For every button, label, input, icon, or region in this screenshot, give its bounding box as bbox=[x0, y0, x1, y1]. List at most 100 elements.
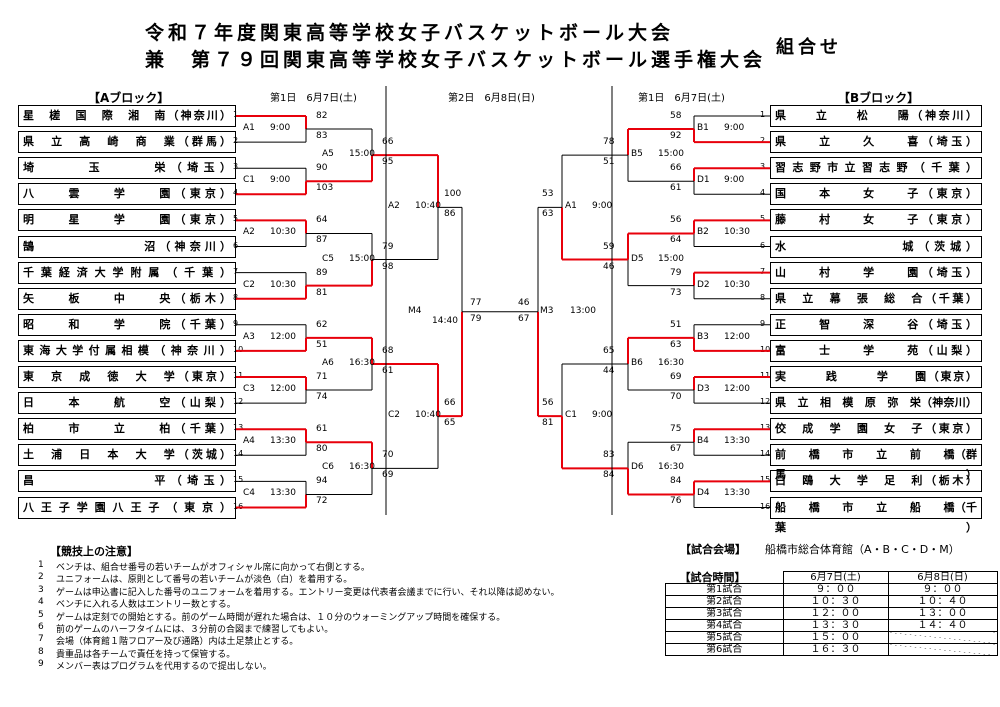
note-number: 8 bbox=[38, 646, 44, 657]
game-time: 13:30 bbox=[724, 436, 750, 447]
team-a: 八王子学園八王子（東京） bbox=[18, 496, 236, 519]
game-id: D2 bbox=[697, 279, 710, 290]
game-time: 16:30 bbox=[349, 462, 375, 473]
team-a-name: 柏 市 立 柏（千葉） bbox=[23, 422, 231, 436]
game-time: 15:00 bbox=[658, 253, 684, 264]
score: 78 bbox=[603, 137, 615, 148]
team-b-number: 16 bbox=[760, 501, 771, 511]
team-b-name: 正 智 深 谷（埼玉） bbox=[775, 317, 977, 331]
game-time: 10:30 bbox=[724, 227, 750, 238]
game-time: 12:00 bbox=[270, 331, 296, 342]
game-time: 16:30 bbox=[349, 357, 375, 368]
score: 51 bbox=[603, 157, 615, 168]
score: 90 bbox=[316, 163, 328, 174]
team-a-number: 2 bbox=[233, 136, 239, 146]
score: 77 bbox=[470, 297, 482, 308]
team-b: 富 士 学 苑（山梨） bbox=[770, 339, 982, 362]
game-id: D3 bbox=[697, 384, 710, 395]
score: 84 bbox=[670, 476, 682, 487]
team-b: 国 本 女 子（東京） bbox=[770, 183, 982, 206]
game-id: A5 bbox=[322, 149, 334, 160]
team-a-number: 3 bbox=[233, 162, 239, 172]
score: 44 bbox=[603, 365, 615, 376]
team-b-name: 水 城（茨城） bbox=[775, 239, 977, 253]
team-a: 柏 市 立 柏（千葉） bbox=[18, 418, 236, 441]
venue-heading: 【試合会場】 bbox=[680, 543, 746, 556]
score: 72 bbox=[316, 496, 328, 507]
team-b-name: 国 本 女 子（東京） bbox=[775, 187, 977, 201]
team-b-number: 8 bbox=[760, 292, 766, 302]
game-time: 12:00 bbox=[270, 384, 296, 395]
team-b-name: 県 立 相 模 原 弥 栄（神奈川） bbox=[775, 396, 977, 410]
score: 53 bbox=[542, 189, 554, 200]
team-a-name: 八王子学園八王子（東京） bbox=[23, 500, 231, 514]
venue-text: 船橋市総合体育館（A・B・C・D・M） bbox=[765, 543, 960, 556]
schedule-time-day1: １２：００ bbox=[782, 607, 889, 620]
game-time: 13:30 bbox=[724, 488, 750, 499]
score: 64 bbox=[316, 215, 328, 226]
team-b: 県 立 相 模 原 弥 栄（神奈川） bbox=[770, 392, 982, 415]
team-a: 鵠 沼（神奈川） bbox=[18, 235, 236, 258]
team-a-name: 鵠 沼（神奈川） bbox=[23, 239, 231, 253]
game-time: 9:00 bbox=[724, 175, 745, 186]
game-id: B6 bbox=[631, 357, 643, 368]
note-text: 貴重品は各チームで責任を持って保管する。 bbox=[56, 649, 236, 660]
team-b: 県 立 幕 張 総 合（千葉） bbox=[770, 287, 982, 310]
score: 81 bbox=[542, 418, 554, 429]
team-b-number: 5 bbox=[760, 214, 766, 224]
team-b: 山 村 学 園（埼玉） bbox=[770, 261, 982, 284]
team-a: 東海大学付属相模（神奈川） bbox=[18, 339, 236, 362]
team-b: 藤 村 女 子（東京） bbox=[770, 209, 982, 232]
team-b-number: 4 bbox=[760, 188, 766, 198]
score: 86 bbox=[444, 209, 456, 220]
score: 89 bbox=[316, 267, 328, 278]
team-b: 船 橋 市 立 船 橋（千葉） bbox=[770, 496, 982, 534]
team-b-number: 10 bbox=[760, 344, 771, 354]
team-b: 習志野市立習志野（千葉） bbox=[770, 157, 982, 180]
kumiawase-title: 組合せ bbox=[776, 37, 842, 58]
team-a-name: 昌 平（埼玉） bbox=[23, 474, 231, 488]
score: 51 bbox=[670, 319, 682, 330]
team-a-number: 13 bbox=[233, 423, 244, 433]
game-time: 14:40 bbox=[432, 315, 458, 326]
score: 61 bbox=[670, 183, 682, 194]
note-number: 2 bbox=[38, 572, 44, 583]
score: 61 bbox=[316, 424, 328, 435]
team-a: 昭 和 学 院（千葉） bbox=[18, 313, 236, 336]
team-a-name: 八 雲 学 園（東京） bbox=[23, 187, 231, 201]
score: 46 bbox=[518, 297, 530, 308]
team-a: 星 槎 国 際 湘 南（神奈川） bbox=[18, 105, 236, 127]
team-a-number: 9 bbox=[233, 318, 239, 328]
game-time: 16:30 bbox=[658, 462, 684, 473]
game-id: D1 bbox=[697, 175, 710, 186]
game-id: A1 bbox=[243, 123, 255, 134]
team-b-number: 2 bbox=[760, 136, 766, 146]
game-id: C4 bbox=[243, 488, 256, 499]
team-b-name: 県 立 久 喜（埼玉） bbox=[775, 135, 977, 149]
game-id: B2 bbox=[697, 227, 709, 238]
team-b-number: 11 bbox=[760, 371, 771, 380]
team-b-number: 9 bbox=[760, 318, 766, 328]
schedule-label: 第5試合 bbox=[665, 631, 784, 644]
note-number: 4 bbox=[38, 597, 44, 608]
day2-label: 第2日 6月8日(日) bbox=[448, 93, 535, 104]
game-time: 12:00 bbox=[724, 384, 750, 395]
schedule-label: 第6試合 bbox=[665, 643, 784, 656]
team-a-number: 12 bbox=[233, 397, 244, 407]
game-time: 13:30 bbox=[270, 436, 296, 447]
team-a-number: 10 bbox=[233, 344, 244, 354]
schedule-label: 第1試合 bbox=[665, 583, 784, 596]
team-b-number: 14 bbox=[760, 449, 771, 459]
score: 71 bbox=[316, 372, 328, 383]
team-b: 水 城（茨城） bbox=[770, 235, 982, 258]
score: 63 bbox=[542, 209, 554, 220]
schedule-day1: 6月7日(土) bbox=[782, 571, 889, 584]
game-id: M4 bbox=[408, 305, 422, 316]
score: 79 bbox=[470, 313, 482, 324]
team-a-name: 日 本 航 空（山梨） bbox=[23, 396, 231, 410]
game-id: M3 bbox=[540, 305, 554, 316]
score: 87 bbox=[316, 235, 328, 246]
note-text: ゲームは申込書に記入した番号のユニフォームを着用する。エントリー変更は代表者会議… bbox=[56, 587, 560, 598]
note-text: メンバー表はプログラムを代用するので提出しない。 bbox=[56, 662, 272, 673]
